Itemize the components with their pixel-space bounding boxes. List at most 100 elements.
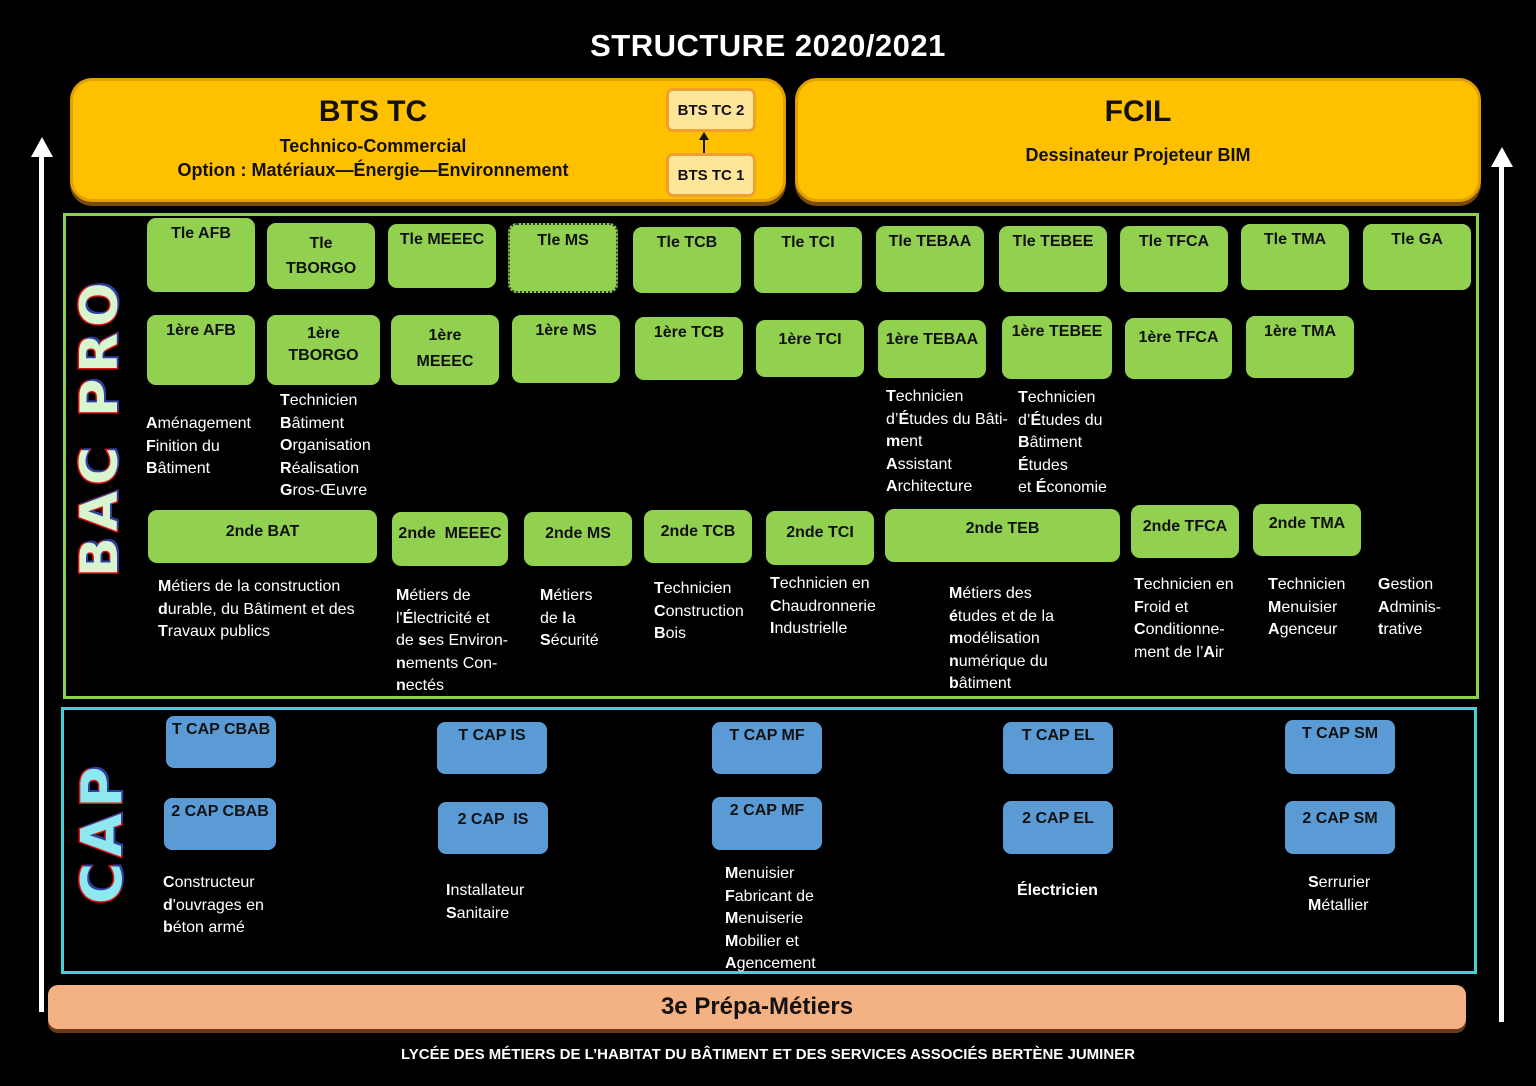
desc-line: Métallier	[1308, 896, 1369, 914]
class-tle-afb[interactable]: Tle AFB	[147, 218, 255, 292]
desc-line: Technicien	[280, 392, 358, 409]
class-1ere-tborgo[interactable]: 1ère TBORGO	[267, 315, 380, 385]
class-tle-ms[interactable]: Tle MS	[508, 223, 618, 293]
bts-tc-2[interactable]: BTS TC 2	[666, 88, 756, 132]
desc-afb: Aménagement Finition du Bâtiment	[146, 413, 251, 481]
class-2nde-tfca[interactable]: 2nde TFCA	[1131, 505, 1239, 558]
desc-line: Assistant	[886, 455, 952, 473]
desc-line: durable, du Bâtiment et des	[158, 600, 355, 618]
desc-cap-mf: Menuisier Fabricant de Menuiserie Mobili…	[725, 863, 816, 976]
desc-line: ment	[886, 433, 923, 450]
desc-line: Gros-Œuvre	[280, 482, 368, 499]
class-tle-meeec[interactable]: Tle MEEEC	[388, 224, 496, 288]
desc-tebaa: Technicien d’Études du Bâti- ment Assist…	[886, 386, 1008, 499]
bts-subtitle: Technico-Commercial	[279, 136, 467, 156]
desc-line: Construction	[654, 602, 744, 620]
class-t-cap-mf[interactable]: T CAP MF	[712, 722, 822, 774]
bts-name: BTS TC	[318, 95, 428, 128]
desc-line: Serrurier	[1308, 874, 1371, 891]
class-t-cap-el[interactable]: T CAP EL	[1003, 722, 1113, 774]
desc-line: Conditionne-	[1134, 621, 1225, 638]
class-1ere-afb[interactable]: 1ère AFB	[147, 315, 255, 385]
desc-line: nectés	[396, 677, 445, 694]
desc-line: Bâtiment	[1018, 434, 1083, 451]
class-tle-tborgo[interactable]: Tle TBORGO	[267, 223, 375, 289]
desc-bat: Métiers de la construction durable, du B…	[158, 576, 355, 644]
class-1ere-ms[interactable]: 1ère MS	[512, 315, 620, 383]
desc-line: Technicien en	[770, 575, 870, 592]
desc-line: Technicien	[886, 388, 964, 405]
class-tle-tfca[interactable]: Tle TFCA	[1120, 226, 1228, 292]
right-progress-arrow	[1491, 147, 1513, 1022]
desc-line: et Économie	[1018, 479, 1107, 496]
desc-line: Réalisation	[280, 459, 360, 477]
class-tle-tci[interactable]: Tle TCI	[754, 227, 862, 293]
class-1ere-tfca[interactable]: 1ère TFCA	[1125, 318, 1232, 379]
class-t-cap-cbab[interactable]: T CAP CBAB	[166, 716, 276, 768]
bts-tc-1[interactable]: BTS TC 1	[666, 153, 756, 197]
desc-line: Sécurité	[540, 632, 599, 649]
class-1ere-tci[interactable]: 1ère TCI	[756, 320, 864, 377]
desc-line: Organisation	[280, 437, 371, 454]
desc-line: Chaudronnerie	[770, 597, 876, 615]
class-1ere-meeec[interactable]: 1ère MEEEC	[391, 315, 499, 385]
desc-meeec: Métiers de l'Électricité et de ses Envir…	[396, 585, 508, 698]
class-tle-tma[interactable]: Tle TMA	[1241, 224, 1349, 290]
class-2-cap-el[interactable]: 2 CAP EL	[1003, 801, 1113, 854]
class-2-cap-cbab[interactable]: 2 CAP CBAB	[164, 798, 276, 850]
desc-line: d'ouvrages en	[163, 896, 264, 914]
class-tle-tcb[interactable]: Tle TCB	[633, 227, 741, 293]
desc-line: modélisation	[949, 630, 1040, 647]
class-2nde-ms[interactable]: 2nde MS	[524, 512, 632, 566]
class-t-cap-sm[interactable]: T CAP SM	[1285, 720, 1395, 774]
class-tle-tebee[interactable]: Tle TEBEE	[999, 226, 1107, 292]
desc-line: Métiers de la construction	[158, 578, 341, 595]
class-tle-tebaa[interactable]: Tle TEBAA	[876, 226, 984, 292]
desc-tfca: Technicien en Froid et Conditionne- ment…	[1134, 574, 1234, 664]
class-2nde-meeec[interactable]: 2nde MEEEC	[392, 512, 508, 566]
desc-line: numérique du	[949, 652, 1048, 670]
desc-line: Installateur	[446, 882, 525, 899]
class-2nde-teb[interactable]: 2nde TEB	[885, 509, 1120, 562]
desc-line: Fabricant de	[725, 887, 814, 905]
desc-line: Travaux publics	[158, 623, 271, 640]
class-2-cap-mf[interactable]: 2 CAP MF	[712, 797, 822, 850]
arrow-up-icon	[31, 137, 53, 157]
desc-ms: Métiers de la Sécurité	[540, 585, 599, 653]
desc-line: Agenceur	[1268, 621, 1338, 638]
desc-line: Constructeur	[163, 874, 255, 891]
desc-line: d’Études du	[1018, 411, 1103, 429]
fcil-subtitle: Dessinateur Projeteur BIM	[1025, 145, 1251, 165]
class-2-cap-is[interactable]: 2 CAP IS	[438, 802, 548, 854]
desc-ga: Gestion Adminis- trative	[1378, 574, 1441, 642]
bac-pro-label: BAC PRO	[69, 275, 132, 579]
prepa-metiers-bar[interactable]: 3e Prépa-Métiers	[48, 985, 1466, 1029]
desc-cap-el: Électricien	[1017, 880, 1098, 903]
class-2nde-tcb[interactable]: 2nde TCB	[644, 510, 752, 563]
desc-line: nements Con-	[396, 654, 498, 672]
desc-line: bâtiment	[949, 675, 1012, 692]
class-2nde-tma[interactable]: 2nde TMA	[1253, 504, 1361, 556]
desc-tebee: Technicien d’Études du Bâtiment Études e…	[1018, 387, 1107, 500]
class-2-cap-sm[interactable]: 2 CAP SM	[1285, 801, 1395, 854]
fcil-name: FCIL	[1104, 95, 1172, 128]
desc-cap-cbab: Constructeur d'ouvrages en béton armé	[163, 872, 264, 940]
class-t-cap-is[interactable]: T CAP IS	[437, 722, 547, 774]
desc-tcb: Technicien Construction Bois	[654, 578, 744, 646]
desc-line: Technicien en	[1134, 576, 1234, 593]
desc-line: Froid et	[1134, 598, 1189, 616]
desc-line: Bois	[654, 625, 687, 642]
desc-line: de ses Environ-	[396, 632, 509, 649]
desc-line: Technicien	[1268, 576, 1346, 593]
class-2nde-bat[interactable]: 2nde BAT	[148, 510, 377, 563]
desc-line: Technicien	[1018, 389, 1096, 406]
fcil-box[interactable]: FCIL Dessinateur Projeteur BIM	[795, 78, 1481, 202]
desc-cap-is: Installateur Sanitaire	[446, 880, 524, 925]
class-tle-ga[interactable]: Tle GA	[1363, 224, 1471, 290]
class-1ere-tebaa[interactable]: 1ère TEBAA	[878, 320, 986, 378]
class-2nde-tci[interactable]: 2nde TCI	[766, 511, 874, 565]
desc-tci: Technicien en Chaudronnerie Industrielle	[770, 573, 876, 641]
class-1ere-tebee[interactable]: 1ère TEBEE	[1002, 316, 1112, 379]
class-1ere-tma[interactable]: 1ère TMA	[1246, 316, 1354, 378]
class-1ere-tcb[interactable]: 1ère TCB	[635, 317, 743, 380]
